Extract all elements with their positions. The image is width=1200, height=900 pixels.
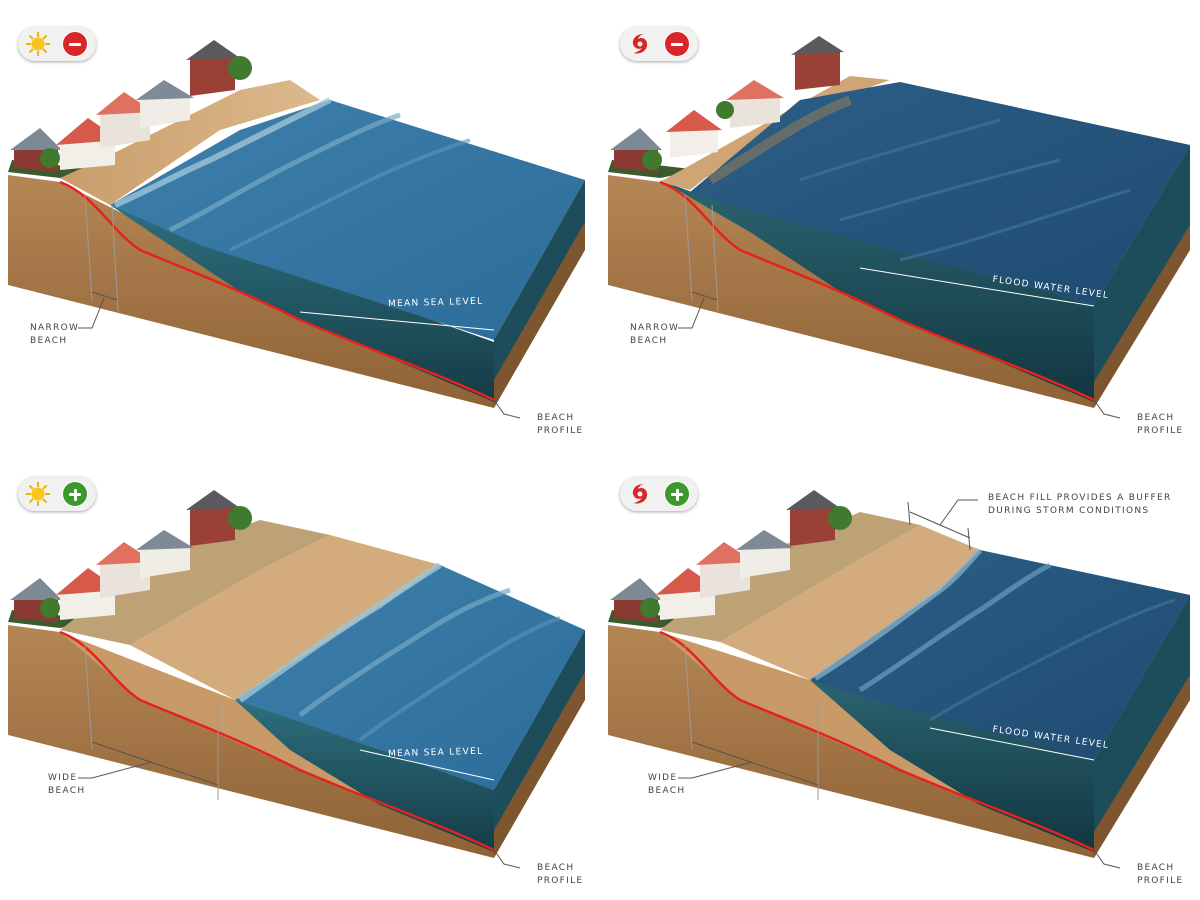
beach-profile-line: [59, 180, 495, 402]
wide-beach-dimension: [691, 741, 819, 786]
block-diagram-storm-narrow: [608, 36, 1190, 419]
beach-profile-leader: [1093, 849, 1121, 869]
water-cross-section: [110, 205, 494, 402]
beach-profile-leader: [493, 849, 521, 869]
sea-level-line: [359, 749, 495, 781]
sand-beach-top: [660, 76, 890, 190]
buffer-leader: [939, 499, 978, 526]
sun-icon: [25, 481, 51, 507]
block-diagram-calm-narrow: [8, 40, 585, 419]
wave-crest-1: [113, 97, 332, 208]
water-right-face: [1094, 145, 1190, 382]
wide-beach-marker-left: [684, 644, 693, 751]
wide-beach-leader: [78, 761, 153, 779]
narrow-beach-dimension: [691, 291, 718, 301]
narrow-beach-marker-right: [111, 204, 119, 313]
beach-profile-leader: [493, 399, 521, 419]
sea-surface: [110, 100, 585, 340]
wide-sand-beach-top: [720, 525, 980, 680]
minus-icon: [664, 31, 690, 57]
hurricane-icon: [627, 481, 653, 507]
beach-profile-line: [659, 180, 1095, 402]
storm-chop-3: [899, 188, 1131, 262]
block-diagram-storm-wide: [608, 490, 1190, 869]
narrow-beach-marker-right: [711, 204, 719, 313]
flooded-houses: [610, 36, 844, 172]
minus-icon: [62, 31, 88, 57]
flood-level-line: [929, 727, 1095, 761]
storm-wave-crest-1: [813, 547, 983, 681]
sea-level-line: [299, 311, 495, 331]
buffer-marker-right: [967, 527, 971, 551]
scenario-badge: [620, 27, 698, 61]
beach-profile-leader: [1093, 399, 1121, 419]
storm-chop-1: [799, 118, 1001, 182]
sea-surface: [235, 565, 585, 790]
wide-beach-leader: [678, 761, 753, 779]
water-right-face: [494, 630, 585, 830]
storm-sea-surface: [690, 82, 1190, 305]
narrow-beach-marker-left: [84, 194, 93, 301]
dune-grass: [60, 520, 330, 645]
dune-grass: [660, 512, 920, 642]
coastal-houses: [610, 490, 852, 622]
beach-profile-line: [659, 630, 1095, 852]
water-right-face: [494, 180, 585, 380]
wave-crest-2: [168, 112, 401, 233]
storm-sea-surface: [810, 550, 1190, 760]
wide-beach-dimension: [91, 741, 219, 786]
scenario-badge: [620, 477, 698, 511]
sand-beach-top: [60, 80, 320, 205]
sun-icon: [25, 31, 51, 57]
narrow-beach-leader: [78, 297, 105, 329]
coastal-houses: [10, 40, 252, 172]
water-cross-section: [810, 680, 1094, 852]
storm-chop-2: [839, 158, 1061, 222]
narrow-beach-dimension: [91, 291, 118, 301]
water-right-face: [1094, 595, 1190, 832]
narrow-beach-marker-left: [684, 194, 693, 301]
scenario-badge: [18, 27, 96, 61]
flood-level-line: [859, 267, 1095, 307]
wave-crest-3: [229, 138, 471, 252]
hurricane-icon: [627, 31, 653, 57]
wave-crest-1: [238, 562, 442, 703]
storm-surge-foam: [707, 95, 852, 185]
storm-wave-crest-2: [858, 562, 1052, 693]
buffer-marker-left: [907, 501, 911, 526]
wave-crest-3: [358, 616, 561, 742]
storm-chop: [929, 598, 1176, 722]
narrow-beach-leader: [678, 297, 705, 329]
wave-crest-2: [298, 587, 511, 718]
beach-profile-line: [59, 630, 495, 852]
wide-sand-beach-top: [130, 535, 440, 700]
scenario-badge: [18, 477, 96, 511]
water-cross-section: [660, 180, 1094, 402]
coastal-houses: [10, 490, 252, 622]
plus-icon: [664, 481, 690, 507]
wide-beach-marker-left: [84, 644, 93, 751]
plus-icon: [62, 481, 88, 507]
water-cross-section: [235, 700, 494, 852]
block-diagram-calm-wide: [8, 490, 585, 869]
